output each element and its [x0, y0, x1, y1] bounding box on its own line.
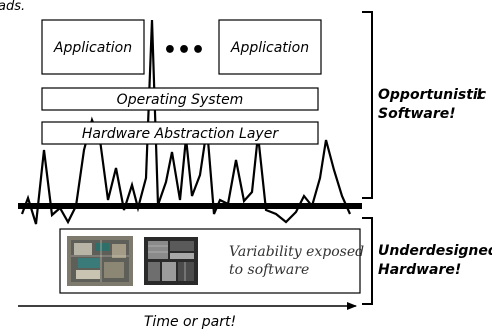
software-bracket [362, 11, 373, 199]
ellipsis: ••• [163, 38, 205, 63]
hardware-label-line1: Underdesigned [378, 243, 492, 259]
software-label-exclaim: ! [476, 87, 482, 103]
hardware-caption-line2: to software [229, 262, 309, 278]
header-fragment: ads. [0, 0, 25, 14]
operating-system-label: Operating System [117, 92, 244, 108]
application-box-right [218, 19, 322, 75]
hardware-software-boundary [18, 203, 362, 209]
hardware-label-line2: Hardware! [378, 262, 461, 278]
application-label-right: Application [230, 40, 309, 56]
software-label-line2: Software! [378, 106, 456, 122]
software-label-line1: Opportunistic [378, 87, 487, 103]
time-axis-label: Time or part! [144, 314, 236, 330]
hal-layer [41, 121, 319, 145]
hardware-caption-line1: Variability exposed [229, 244, 364, 260]
hardware-bracket [362, 217, 373, 305]
application-box-left [41, 19, 145, 75]
variability-waveform [20, 19, 352, 225]
hal-label: Hardware Abstraction Layer [82, 126, 279, 142]
operating-system-layer [41, 87, 319, 111]
chip-image-left [67, 236, 133, 286]
application-label-left: Application [53, 40, 132, 56]
chip-image-right [144, 237, 198, 285]
